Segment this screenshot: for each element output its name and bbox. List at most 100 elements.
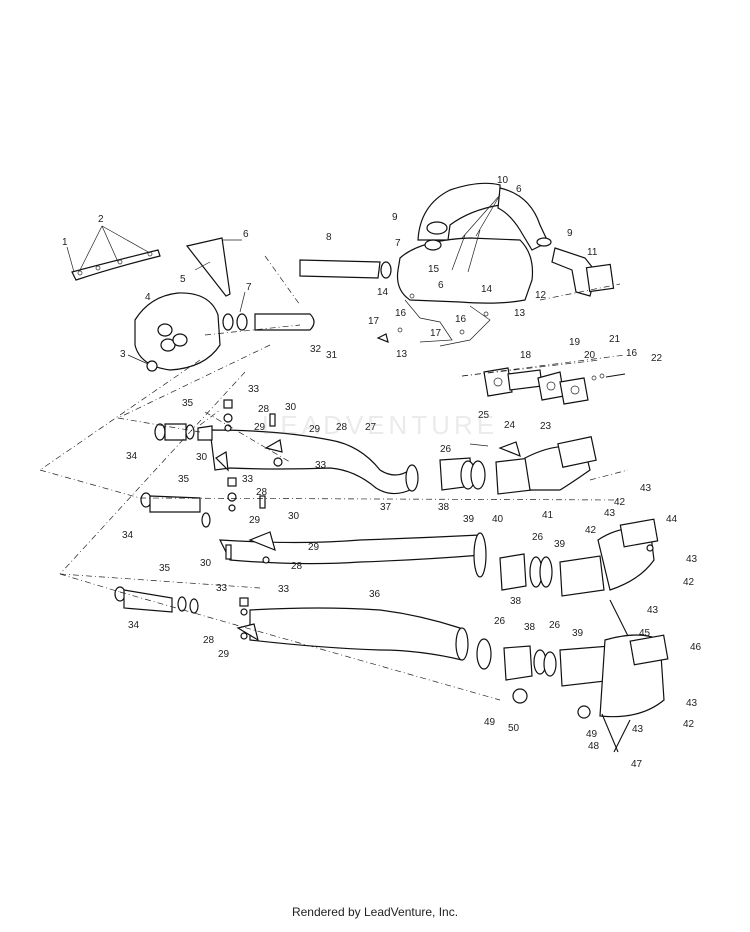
callout-33c: 33 xyxy=(242,474,254,485)
callout-42b: 42 xyxy=(614,497,626,508)
callout-43f: 43 xyxy=(632,724,644,735)
callout-15: 15 xyxy=(428,264,440,275)
callout-32: 32 xyxy=(310,344,322,355)
callout-49b: 49 xyxy=(586,729,598,740)
callout-34c: 34 xyxy=(128,620,140,631)
silencer-canister xyxy=(127,292,221,372)
heat-shield xyxy=(185,237,242,297)
callout-17: 17 xyxy=(368,316,380,327)
callout-33: 33 xyxy=(248,384,260,395)
callout-9: 9 xyxy=(392,212,398,223)
callout-43: 43 xyxy=(604,508,616,519)
callout-23: 23 xyxy=(540,421,552,432)
callout-43b: 43 xyxy=(640,483,652,494)
callout-30: 30 xyxy=(285,402,297,413)
callout-48: 48 xyxy=(588,741,600,752)
callout-39b: 39 xyxy=(554,539,566,550)
callout-22: 22 xyxy=(651,353,663,364)
callout-36: 36 xyxy=(369,589,381,600)
callout-45: 45 xyxy=(639,628,651,639)
exhaust-pipe-36 xyxy=(249,607,669,753)
callout-43d: 43 xyxy=(647,605,659,616)
callout-5: 5 xyxy=(180,274,186,285)
callout-27: 27 xyxy=(365,422,377,433)
callout-13: 13 xyxy=(514,308,526,319)
callout-30d: 30 xyxy=(200,558,212,569)
callout-33b: 33 xyxy=(315,460,327,471)
callout-35b: 35 xyxy=(178,474,190,485)
callout-28b: 28 xyxy=(336,422,348,433)
callout-6b: 6 xyxy=(516,184,522,195)
callout-21: 21 xyxy=(609,334,621,345)
callout-8: 8 xyxy=(326,232,332,243)
exhaust-pipe-37 xyxy=(218,518,659,641)
callout-29: 29 xyxy=(254,422,266,433)
callout-7b: 7 xyxy=(395,238,401,249)
callout-35: 35 xyxy=(182,398,194,409)
callout-17b: 17 xyxy=(430,328,442,339)
callout-19: 19 xyxy=(569,337,581,348)
callout-7: 7 xyxy=(246,282,252,293)
callout-6c: 6 xyxy=(438,280,444,291)
callout-13b: 13 xyxy=(396,349,408,360)
callout-28e: 28 xyxy=(203,635,215,646)
callout-labels: 1 2 3 4 5 6 7 8 7 9 10 6 9 11 15 6 12 14… xyxy=(62,175,702,770)
callout-37: 37 xyxy=(380,502,392,513)
callout-4: 4 xyxy=(145,292,151,303)
callout-42d: 42 xyxy=(683,719,695,730)
callout-29d: 29 xyxy=(308,542,320,553)
exhaust-pipe-27 xyxy=(199,409,629,495)
callout-18: 18 xyxy=(520,350,532,361)
callout-26: 26 xyxy=(440,444,452,455)
callout-25: 25 xyxy=(478,410,490,421)
callout-11: 11 xyxy=(587,247,598,258)
manifold-gasket-group xyxy=(461,354,626,405)
muffler-assembly xyxy=(264,182,621,347)
callout-41: 41 xyxy=(542,510,554,521)
callout-49: 49 xyxy=(484,717,496,728)
callout-10: 10 xyxy=(497,175,509,186)
callout-35c: 35 xyxy=(159,563,171,574)
callout-39c: 39 xyxy=(572,628,584,639)
callout-47: 47 xyxy=(631,759,643,770)
callout-20: 20 xyxy=(584,350,596,361)
callout-39: 39 xyxy=(463,514,475,525)
callout-31: 31 xyxy=(326,350,338,361)
connection-lines xyxy=(39,344,621,701)
heat-shield-bracket xyxy=(66,225,161,281)
callout-16: 16 xyxy=(395,308,407,319)
callout-38b: 38 xyxy=(510,596,522,607)
callout-28d: 28 xyxy=(291,561,303,572)
callout-16c: 16 xyxy=(626,348,638,359)
callout-28c: 28 xyxy=(256,487,268,498)
callout-28: 28 xyxy=(258,404,270,415)
pipe-36-hardware xyxy=(114,586,259,642)
callout-43c: 43 xyxy=(686,554,698,565)
callout-3: 3 xyxy=(120,349,126,360)
callout-40: 40 xyxy=(492,514,504,525)
pipe-37-hardware xyxy=(59,477,276,589)
watermark: LEADVENTURE xyxy=(261,410,499,440)
callout-26c: 26 xyxy=(494,616,506,627)
callout-12: 12 xyxy=(535,290,547,301)
callout-50: 50 xyxy=(508,723,520,734)
callout-33e: 33 xyxy=(216,583,228,594)
outlet-pipe-7-8 xyxy=(204,291,315,336)
callout-14: 14 xyxy=(377,287,389,298)
footer-credit: Rendered by LeadVenture, Inc. xyxy=(291,905,459,919)
callout-46: 46 xyxy=(690,642,702,653)
callout-2: 2 xyxy=(98,214,104,225)
callout-6: 6 xyxy=(243,229,249,240)
callout-29e: 29 xyxy=(218,649,230,660)
callout-29b: 29 xyxy=(309,424,321,435)
callout-30b: 30 xyxy=(196,452,208,463)
callout-34b: 34 xyxy=(122,530,134,541)
callout-33d: 33 xyxy=(278,584,290,595)
callout-9b: 9 xyxy=(567,228,573,239)
pipe-27-hardware xyxy=(154,399,291,472)
callout-42: 42 xyxy=(585,525,597,536)
callout-38c: 38 xyxy=(524,622,536,633)
callout-29c: 29 xyxy=(249,515,261,526)
callout-16b: 16 xyxy=(455,314,467,325)
